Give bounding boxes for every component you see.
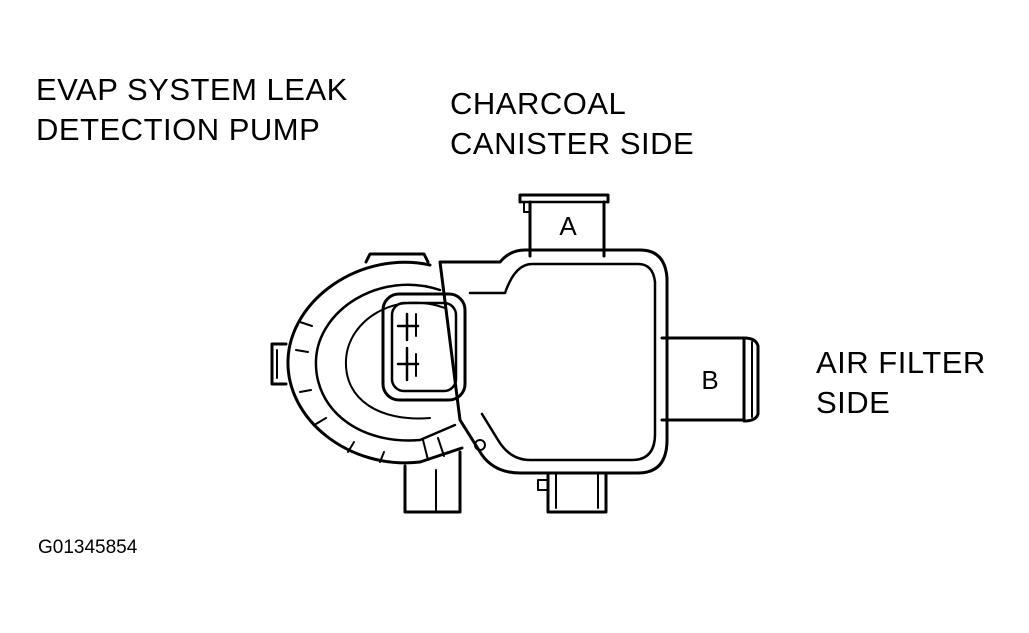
air-filter-side-line1: AIR FILTER [816, 345, 986, 380]
canister-side-label: CHARCOAL CANISTER SIDE [450, 84, 694, 164]
port-a-label: A [559, 211, 577, 241]
air-filter-side-label: AIR FILTER SIDE [816, 343, 986, 423]
component-title-line1: EVAP SYSTEM LEAK [36, 72, 348, 107]
port-a-fitting [518, 193, 610, 258]
port-b-label: B [701, 365, 718, 395]
lower-bracket-left [403, 450, 462, 514]
figure-id: G01345854 [38, 537, 138, 558]
electrical-connector [381, 292, 467, 402]
canister-side-line2: CANISTER SIDE [450, 126, 695, 161]
lower-bracket-right [537, 471, 608, 514]
air-filter-side-line2: SIDE [816, 385, 891, 420]
pump-housing [438, 248, 669, 475]
component-title-line2: DETECTION PUMP [36, 112, 321, 147]
port-b-fitting [660, 336, 760, 423]
canister-side-line1: CHARCOAL [450, 86, 627, 121]
component-title: EVAP SYSTEM LEAK DETECTION PUMP [36, 70, 348, 150]
pump-head [270, 252, 486, 465]
